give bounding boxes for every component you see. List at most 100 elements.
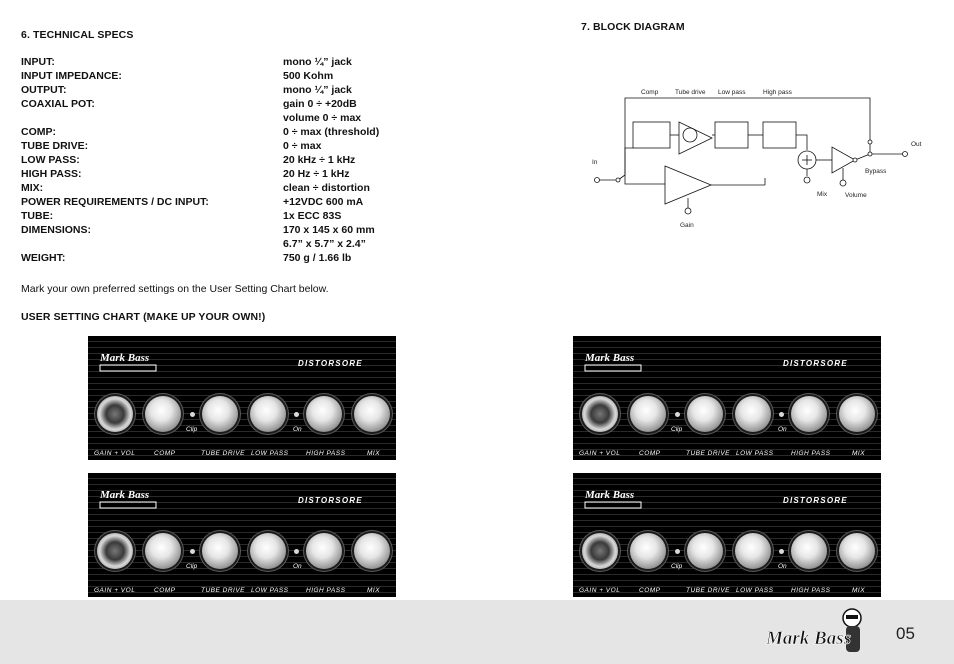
on-led	[294, 412, 299, 417]
tube-icon	[682, 127, 698, 143]
gain-volume-knob[interactable]	[97, 533, 133, 569]
spec-value: 1x ECC 83S	[283, 210, 342, 222]
label-tube-drive: TUBE DRIVE	[686, 450, 731, 457]
clip-led	[675, 549, 680, 554]
label-gain-vol: GAIN + VOL	[579, 587, 621, 594]
clip-led	[675, 412, 680, 417]
label-high-pass: HIGH PASS	[791, 450, 831, 457]
spec-value: 750 g / 1.66 lb	[283, 252, 352, 264]
spec-value: mono ¼” jack	[283, 84, 352, 96]
label-tube-drive: TUBE DRIVE	[201, 450, 246, 457]
user-setting-panel: Mark Bass DISTORSORE Clip On GAIN + VOL …	[573, 473, 881, 597]
tube-drive-knob[interactable]	[202, 396, 238, 432]
spec-label: OUTPUT:	[21, 84, 67, 96]
gain-volume-knob[interactable]	[97, 396, 133, 432]
spec-row: INPUT:mono ¼” jack	[21, 56, 421, 70]
gain-volume-knob[interactable]	[582, 533, 618, 569]
high-pass-block	[762, 121, 797, 149]
on-led	[294, 549, 299, 554]
label-tube-drive: TUBE DRIVE	[201, 587, 246, 594]
on-led	[779, 549, 784, 554]
mix-knob[interactable]	[354, 533, 390, 569]
spec-row: LOW PASS:20 kHz ÷ 1 kHz	[21, 154, 421, 168]
mix-pot	[803, 176, 811, 184]
spec-row: COMP: 0 ÷ max (threshold)	[21, 126, 421, 140]
brand-logo-icon: Mark Bass	[584, 352, 642, 372]
on-label: On	[778, 563, 787, 570]
spec-value: volume 0 ÷ max	[283, 112, 362, 124]
spec-row: OUTPUT: mono ¼” jack	[21, 84, 421, 98]
brand-logo-text: Mark Bass	[584, 352, 634, 364]
spec-label: LOW PASS:	[21, 154, 80, 166]
spec-row: TUBE DRIVE:0 ÷ max	[21, 140, 421, 154]
spec-label: COMP:	[21, 126, 56, 138]
clip-label: Clip	[671, 563, 683, 570]
brand-logo-icon: Mark Bass	[99, 489, 157, 509]
spec-label: HIGH PASS:	[21, 168, 82, 180]
path-to-gain	[624, 175, 665, 185]
panel-stripes	[88, 473, 396, 597]
tube-drive-knob[interactable]	[202, 533, 238, 569]
block-diagram: Comp Tube drive Low pass High pass In Ou…	[585, 80, 935, 240]
gain-pot	[684, 207, 692, 215]
high-pass-knob[interactable]	[306, 396, 342, 432]
label-mix: MIX	[852, 587, 866, 594]
clip-led	[190, 549, 195, 554]
high-pass-knob[interactable]	[306, 533, 342, 569]
mix-knob[interactable]	[354, 396, 390, 432]
spec-value: 0 ÷ max (threshold)	[283, 126, 380, 138]
tube-drive-knob[interactable]	[687, 396, 723, 432]
volume-pot	[839, 179, 847, 187]
spec-label: TUBE:	[21, 210, 54, 222]
label-low-pass: Low pass	[718, 89, 746, 96]
settings-note: Mark your own preferred settings on the …	[21, 283, 329, 295]
high-pass-knob[interactable]	[791, 533, 827, 569]
spec-label: TUBE DRIVE:	[21, 140, 89, 152]
block-diagram-svg: Comp Tube drive Low pass High pass In Ou…	[592, 89, 922, 229]
comp-knob[interactable]	[145, 396, 181, 432]
spec-value: clean ÷ distortion	[283, 182, 370, 194]
wire	[796, 134, 808, 150]
label-gain-vol: GAIN + VOL	[94, 450, 136, 457]
spec-label: WEIGHT:	[21, 252, 66, 264]
label-tube-drive: TUBE DRIVE	[686, 587, 731, 594]
comp-knob[interactable]	[145, 533, 181, 569]
user-setting-panel: Mark Bass DISTORSORE Clip On GAIN + VOL …	[573, 336, 881, 460]
comp-knob[interactable]	[630, 396, 666, 432]
spec-row: INPUT IMPEDANCE:500 Kohm	[21, 70, 421, 84]
path-to-comp	[624, 147, 633, 175]
model-name: DISTORSORE	[783, 496, 848, 505]
user-setting-panel: Mark Bass DISTORSORE Clip On GAIN + VOL …	[88, 473, 396, 597]
spec-label: DIMENSIONS:	[21, 224, 92, 236]
switch-contact	[867, 139, 873, 145]
spec-label: MIX:	[21, 182, 44, 194]
tube-drive-knob[interactable]	[687, 533, 723, 569]
clip-label: Clip	[186, 426, 198, 433]
tube-drive-block	[678, 121, 713, 155]
high-pass-knob[interactable]	[791, 396, 827, 432]
low-pass-block	[714, 121, 749, 149]
low-pass-knob[interactable]	[735, 396, 771, 432]
spec-label: POWER REQUIREMENTS / DC INPUT:	[21, 196, 209, 208]
label-bypass: Bypass	[865, 168, 887, 175]
low-pass-knob[interactable]	[250, 396, 286, 432]
panel-stripes	[573, 336, 881, 460]
spec-value: 20 Hz ÷ 1 kHz	[283, 168, 350, 180]
clip-led	[190, 412, 195, 417]
label-gain-vol: GAIN + VOL	[579, 450, 621, 457]
mix-knob[interactable]	[839, 396, 875, 432]
comp-knob[interactable]	[630, 533, 666, 569]
bypass-switch	[854, 153, 871, 161]
gain-volume-knob[interactable]	[582, 396, 618, 432]
on-label: On	[778, 426, 787, 433]
label-comp: COMP	[639, 450, 661, 457]
spec-row: TUBE: 1x ECC 83S	[21, 210, 421, 224]
label-high-pass: HIGH PASS	[306, 587, 346, 594]
low-pass-knob[interactable]	[250, 533, 286, 569]
spec-value: mono ¼” jack	[283, 56, 352, 68]
low-pass-knob[interactable]	[735, 533, 771, 569]
mix-knob[interactable]	[839, 533, 875, 569]
label-comp: Comp	[641, 89, 659, 96]
brand-logo-text: Mark Bass	[584, 489, 634, 501]
switch-contact	[615, 177, 621, 183]
